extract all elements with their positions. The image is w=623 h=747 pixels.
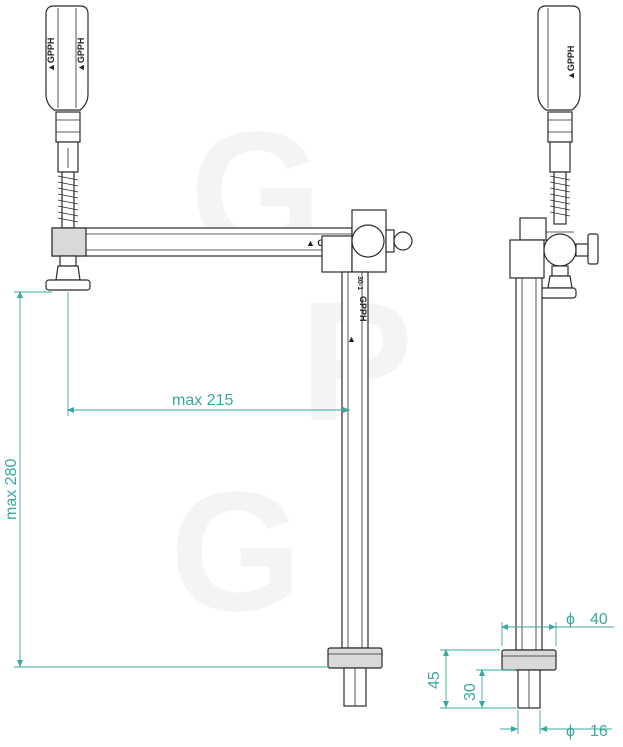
dim-horizontal-reach-label: max 215 <box>172 392 233 409</box>
side-pressure-pad <box>539 265 577 299</box>
watermark-text-1: G <box>190 97 322 287</box>
dim-shaft-diameter-symbol: ϕ <box>566 723 575 740</box>
side-spindle <box>549 171 571 225</box>
dim-foot-diameter-symbol: ϕ <box>566 611 575 628</box>
dim-pin-length: 30 <box>462 669 516 708</box>
front-column: 30-1 GPPH ▲ <box>341 271 369 649</box>
front-handle: ▲GPPH ▲GPPH <box>45 5 89 173</box>
dim-pin-length-label: 30 <box>462 683 479 701</box>
side-view: ▲GPPH <box>501 5 599 709</box>
dim-foot-diameter: ϕ 40 <box>501 611 614 646</box>
dim-base-height: 45 <box>426 649 516 709</box>
front-handle-logo-left: ▲GPPH <box>46 38 56 72</box>
watermark: G P G <box>170 97 413 647</box>
column-logo-triangle: ▲ <box>347 334 356 344</box>
front-spindle <box>57 171 79 229</box>
dimensions: max 215 max 280 ϕ 40 45 30 <box>3 291 614 740</box>
front-clamp-block <box>321 209 413 273</box>
side-handle-logo: ▲GPPH <box>566 46 576 80</box>
dim-base-height-label: 45 <box>426 671 443 689</box>
side-base <box>501 649 557 709</box>
dim-vertical-reach-label: max 280 <box>3 459 20 520</box>
dim-horizontal-reach: max 215 <box>67 292 350 416</box>
dim-shaft-diameter-label: 16 <box>590 723 608 740</box>
front-arm: ▲ GPPH <box>51 227 353 257</box>
dim-shaft-diameter: ϕ 16 <box>500 710 612 740</box>
front-view: ▲GPPH ▲GPPH ▲ GPPH <box>45 5 413 707</box>
front-pressure-pad <box>45 255 91 291</box>
column-marking: 30-1 <box>356 276 363 290</box>
side-column <box>515 277 543 651</box>
front-handle-logo-right: ▲GPPH <box>76 38 86 72</box>
dim-vertical-reach: max 280 <box>3 291 330 668</box>
column-logo: GPPH <box>358 296 368 322</box>
front-base <box>327 647 383 707</box>
side-handle: ▲GPPH <box>537 5 581 173</box>
watermark-text-3: G <box>170 457 302 647</box>
dim-foot-diameter-label: 40 <box>590 611 608 628</box>
